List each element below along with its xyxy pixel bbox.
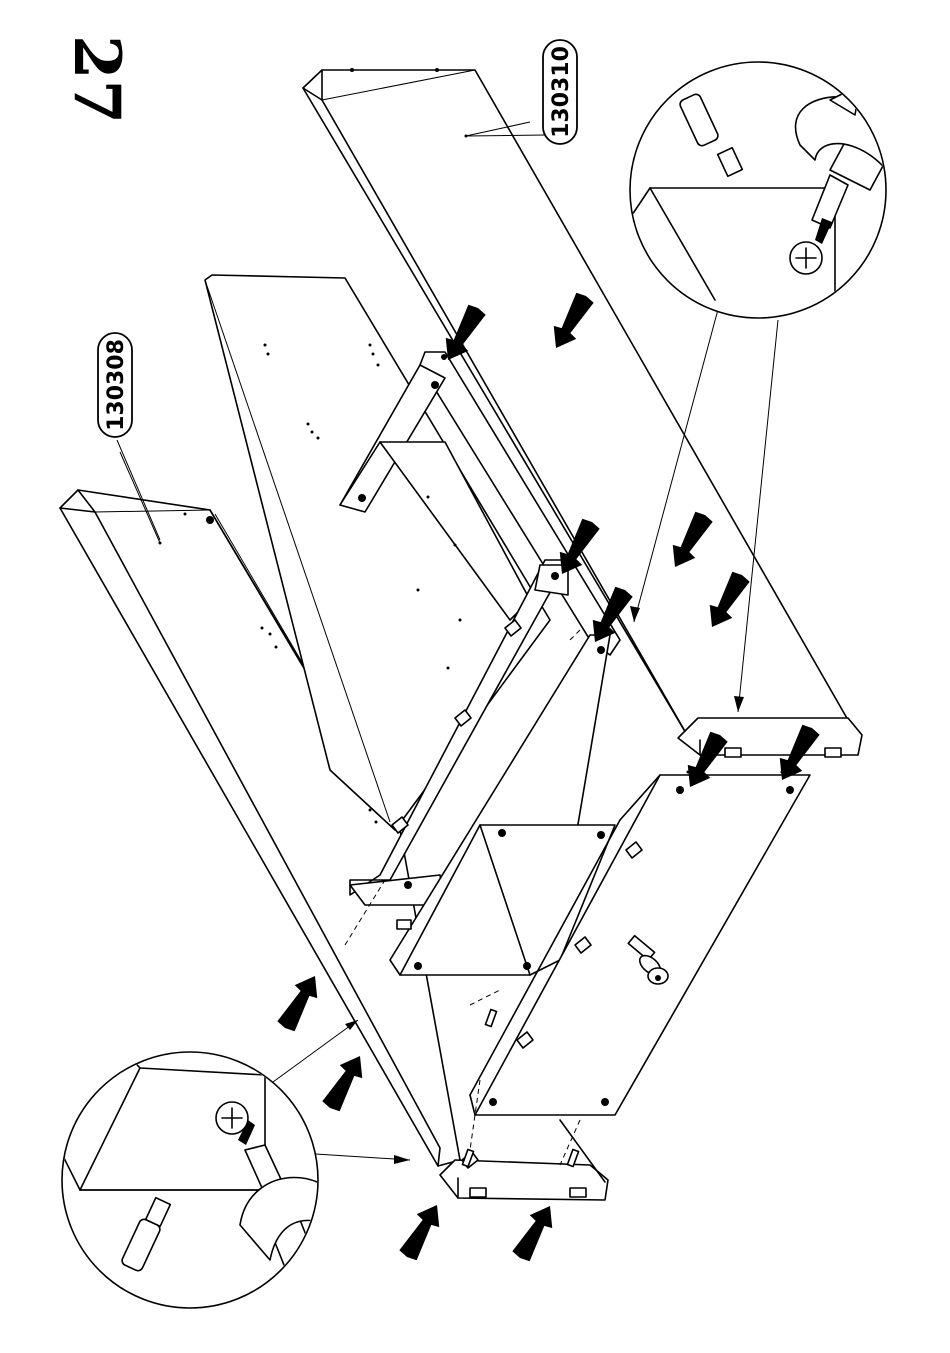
step-number-text: 27	[59, 35, 134, 124]
part-label-130310: 130310	[543, 40, 577, 144]
part-label-130308: 130308	[98, 333, 132, 437]
part-code-130308: 130308	[104, 339, 129, 431]
part-code-130310: 130310	[549, 46, 574, 138]
step-number: 27	[59, 35, 134, 124]
detail-circle-bottom-left	[60, 980, 360, 1330]
detail-circle-top-right	[630, 40, 940, 400]
cam-lock-icon	[216, 1102, 248, 1134]
cam-lock-icon	[790, 242, 822, 274]
